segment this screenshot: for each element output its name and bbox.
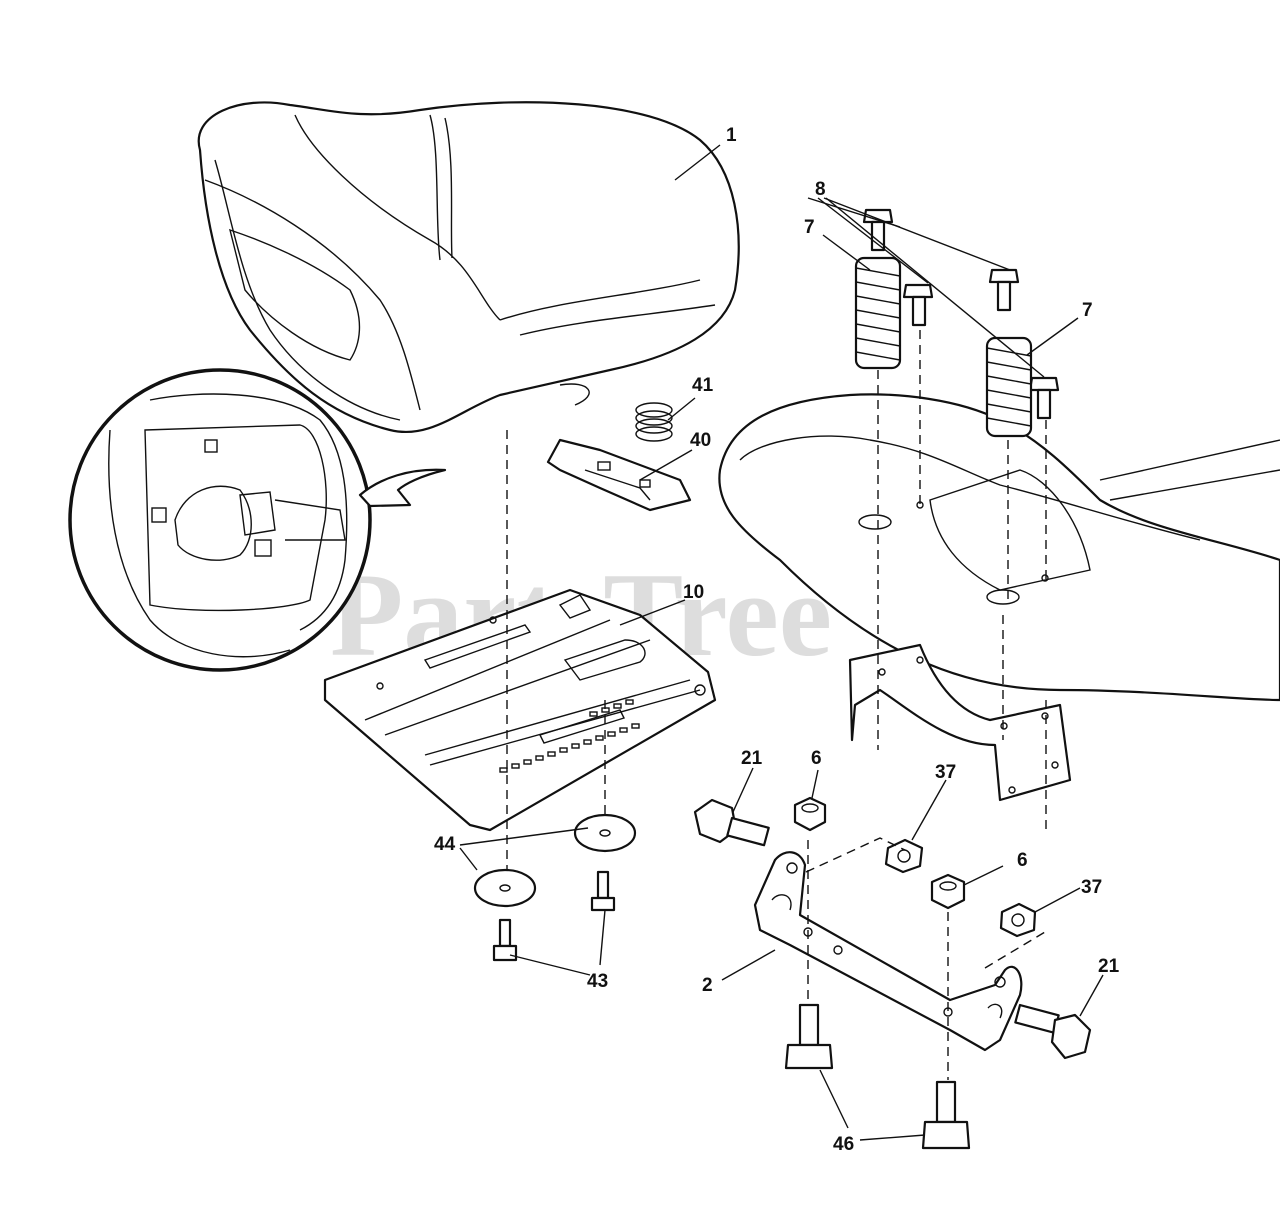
label-37-b: 37 [1081,877,1102,898]
bolt-8-c [988,268,1020,312]
label-21-a: 21 [741,748,763,769]
label-37-a: 37 [935,762,956,783]
spring-7-b [985,336,1033,438]
assembly-lines [506,330,1047,1080]
label-7-a: 7 [804,217,815,238]
label-44: 44 [434,834,456,855]
leader-lines [459,144,1104,1141]
seat-part [197,101,740,434]
screw-43-b [492,918,518,962]
label-8: 8 [815,179,826,200]
spring-41 [635,402,673,442]
bolt-46-a [784,1003,834,1070]
bolt-8-b [902,283,934,327]
mounting-bracket-2 [753,851,1023,1052]
nut-37-a [884,838,924,874]
label-10: 10 [683,582,704,603]
label-41: 41 [692,375,714,396]
bolt-21-right [1014,1003,1092,1060]
washer-44-a [573,813,637,853]
label-6-b: 6 [1017,850,1028,871]
detail-inset [68,368,447,672]
fender-surface [718,393,1280,702]
label-6-a: 6 [811,748,822,769]
label-1: 1 [726,125,737,146]
washer-44-b [473,868,537,908]
bolt-46-b [921,1080,971,1150]
nut-37-b [999,902,1037,938]
label-40: 40 [690,430,711,451]
label-2: 2 [702,975,713,996]
bolt-21-left [693,798,770,847]
bracket-40 [546,438,692,512]
bolt-8-d [1028,376,1060,420]
callout-labels: 1 8 7 7 41 40 10 21 6 37 44 6 37 43 2 21… [434,125,1120,1155]
seat-pan-10 [323,588,717,832]
spring-7-a [854,256,902,370]
hinge-bracket [848,643,1072,802]
label-21-b: 21 [1098,956,1120,977]
nut-6-b [930,873,966,910]
label-46: 46 [833,1134,854,1155]
slot-row [499,699,640,773]
screw-43-a [590,870,616,912]
label-43: 43 [587,971,608,992]
nut-6-a [793,796,827,832]
label-7-b: 7 [1082,300,1093,321]
